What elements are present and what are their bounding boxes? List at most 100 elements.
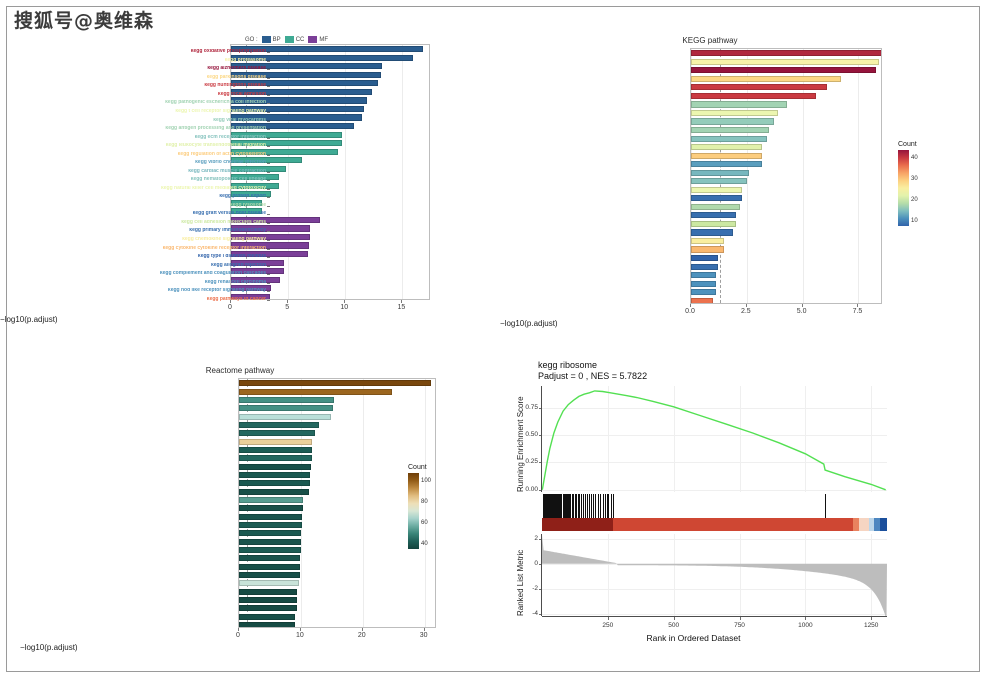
bar — [231, 148, 339, 155]
y-axis-tick-label: 0.25 — [525, 458, 538, 466]
table-row — [231, 71, 429, 78]
axis-tick — [267, 69, 270, 71]
table-row — [691, 144, 881, 151]
table-row — [231, 165, 429, 172]
bar — [239, 596, 298, 603]
gene-hit-tick — [548, 494, 550, 518]
bar — [691, 272, 716, 279]
gene-hit-tick — [554, 494, 556, 518]
bar — [239, 396, 334, 403]
axis-tick — [267, 240, 270, 241]
table-row — [239, 555, 435, 562]
bar — [691, 195, 743, 202]
gene-hit-tick — [586, 494, 588, 518]
x-axis-tick-label: 20 — [357, 632, 366, 639]
y-axis-tick — [539, 489, 542, 491]
table-row — [239, 421, 435, 428]
bar — [239, 446, 312, 453]
axis-tick — [267, 137, 270, 139]
x-axis-tick-label: 0 — [228, 304, 232, 311]
axis-label-9: kegg antigen processing and presentation — [165, 126, 266, 132]
gridline — [673, 534, 675, 616]
axis-tick — [267, 52, 270, 54]
table-row — [691, 178, 881, 185]
table-row — [239, 438, 435, 445]
bar — [231, 191, 271, 198]
axis-tick — [267, 248, 270, 250]
table-row — [239, 571, 435, 578]
axis-label-17: kegg protein export — [219, 194, 266, 200]
bar — [691, 280, 716, 287]
watermark-text: 搜狐号@奥维森 — [14, 10, 155, 32]
x-axis-tick-label: 1250 — [863, 622, 879, 629]
table-row — [231, 233, 429, 241]
gridline — [542, 538, 887, 540]
x-axis-tick-label: 2.5 — [740, 308, 751, 315]
table-row — [691, 186, 881, 193]
reactome-pathway-panel: Reactome pathway Neutrophil degranulatio… — [20, 366, 460, 656]
gridline — [739, 534, 741, 616]
y-axis-line-top — [541, 386, 543, 492]
bar — [239, 513, 303, 520]
bar — [239, 463, 312, 470]
table-row — [691, 135, 881, 142]
gridline — [607, 534, 609, 616]
x-axis-tick-label: 250 — [602, 622, 614, 629]
table-row — [231, 54, 429, 61]
y-axis-tick — [539, 538, 542, 540]
table-row — [231, 63, 429, 70]
axis-label-10: kegg ecm receptor interaction — [194, 134, 266, 140]
gridline — [362, 379, 364, 627]
bar — [231, 80, 379, 87]
rank-color-segment — [874, 518, 881, 531]
x-axis-tick-label: 750 — [734, 622, 745, 629]
bar — [231, 199, 262, 206]
x-axis-tick — [287, 300, 289, 303]
table-row — [239, 530, 435, 537]
bar — [231, 293, 270, 299]
bar — [239, 438, 312, 445]
axis-tick — [267, 188, 270, 190]
gridline — [542, 435, 887, 437]
plot-area — [230, 44, 430, 300]
gene-hit-tick — [565, 494, 567, 518]
x-axis-tick-label: 0 — [236, 632, 240, 639]
y-axis-tick — [539, 407, 542, 409]
axis-tick — [267, 231, 270, 233]
axis-label-3: kegg parkinsons disease — [206, 74, 266, 80]
x-axis-tick-label: 1000 — [798, 622, 813, 629]
gridline — [691, 49, 692, 303]
colorbar-tick-40: 40 — [911, 155, 918, 161]
table-row — [239, 480, 435, 487]
axis-label-15: kegg hematopoietic cell lineage — [190, 177, 266, 183]
bar — [231, 259, 284, 266]
table-row — [691, 212, 881, 219]
gsea-enrichment-plot — [542, 386, 887, 492]
axis-label-23: kegg cytokine cytokine receptor interact… — [162, 245, 266, 251]
table-row — [239, 380, 435, 387]
gridline — [746, 49, 748, 303]
bar — [231, 54, 413, 61]
gene-hit-tick — [607, 494, 609, 518]
axis-tick — [267, 86, 270, 88]
enrichment-score-curve — [542, 390, 886, 491]
bar — [691, 50, 881, 57]
bar — [691, 84, 828, 91]
gene-hit-tick — [542, 494, 544, 518]
gene-hit-tick — [544, 494, 546, 518]
axis-label-4: kegg huntingtons disease — [204, 83, 266, 89]
bar — [239, 421, 319, 428]
table-row — [239, 446, 435, 453]
gene-hit-tick — [545, 494, 547, 518]
axis-tick — [267, 274, 270, 276]
axis-label-18: kegg lysosome — [229, 202, 266, 208]
gene-hit-tick — [571, 494, 573, 518]
gridline — [300, 379, 302, 627]
table-row — [231, 242, 429, 249]
bar — [239, 480, 310, 487]
bar — [691, 203, 741, 210]
table-row — [239, 605, 435, 612]
gene-hit-tick — [825, 494, 827, 518]
bar — [231, 242, 309, 249]
